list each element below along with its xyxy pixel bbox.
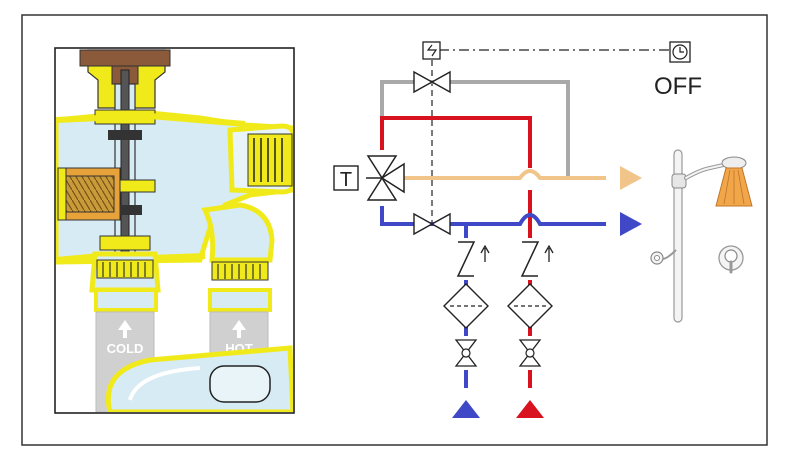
outlet-nut (247, 133, 293, 187)
hot-arrow-icon (232, 320, 246, 338)
lower-shutoff-valve (413, 212, 451, 236)
control-knob-icon (718, 245, 744, 274)
cold-label: COLD (107, 341, 144, 356)
isolation-valve-hot (518, 336, 542, 370)
strainer-hot (507, 283, 553, 329)
mixed-outlet-triangle-icon (620, 166, 642, 190)
mixed-pipe (404, 169, 606, 180)
mixing-valve (366, 155, 405, 201)
cutaway-illustration: COLD HOT (54, 47, 295, 414)
thermostat-box-icon (333, 165, 359, 191)
hot-inlet-nut (211, 261, 269, 281)
isolation-valve-cold (454, 336, 478, 370)
check-valve-hot (520, 238, 554, 280)
off-label: OFF (654, 73, 702, 100)
upper-shutoff-valve (413, 70, 451, 94)
shower-head-icon (715, 156, 753, 207)
handle-base (79, 49, 171, 67)
shower-assembly (650, 149, 753, 323)
cold-pipe-upper (380, 206, 606, 226)
hot-inlet-triangle-icon (516, 400, 544, 418)
thermostat-label: T (340, 169, 352, 191)
hot-pipe-upper (380, 116, 532, 168)
cold-inlet-triangle-icon (452, 400, 480, 418)
check-valve-cold (456, 238, 490, 280)
cold-arrow-icon (118, 320, 132, 338)
cold-inlet-nut (96, 259, 154, 279)
strainer-cold (443, 283, 489, 329)
cold-outlet-triangle-icon (620, 212, 642, 236)
schematic: OFF T (333, 41, 702, 418)
shower-rail (673, 149, 683, 323)
